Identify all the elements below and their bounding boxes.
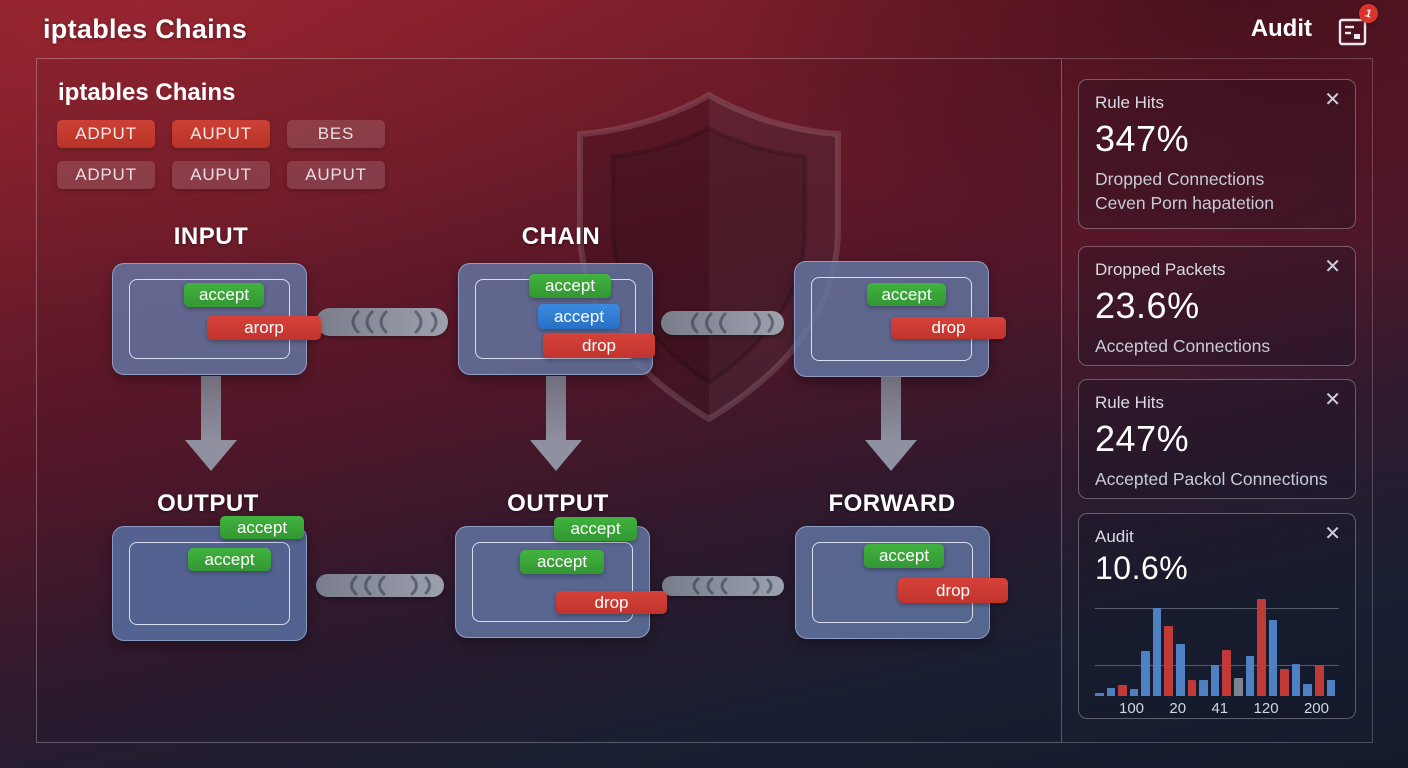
rule-badge-accept[interactable]: accept: [184, 283, 264, 307]
chart-bar: [1106, 688, 1116, 696]
rule-badge-drop[interactable]: arorp: [207, 316, 321, 340]
chart-bar: [1199, 680, 1208, 696]
chart-bars: [1095, 596, 1336, 696]
card-subtitle: Accepted Connections: [1095, 336, 1271, 356]
close-icon[interactable]: ✕: [1324, 523, 1341, 545]
chart-bar: [1095, 693, 1104, 696]
rule-badge-accept[interactable]: accept: [554, 517, 637, 541]
chart-bar: [1326, 680, 1336, 696]
chart-x-axis-labels: 100 20 41 120 200: [1095, 696, 1339, 717]
chain-filter-button-auput2[interactable]: AUPUT: [172, 161, 270, 189]
chart-bar: [1187, 680, 1197, 696]
chain-node-inner: [129, 542, 290, 625]
chain-node-output2[interactable]: [455, 526, 650, 638]
card-subtitle: Accepted Packol Connections: [1095, 469, 1328, 489]
chart-bar: [1129, 689, 1139, 696]
iptables-chains-panel: iptables Chains ADPUT AUPUT BES ADPUT AU…: [36, 58, 1062, 743]
chain-link-icon: [316, 574, 444, 597]
close-icon[interactable]: ✕: [1324, 256, 1341, 278]
chart-bar: [1303, 684, 1312, 696]
chain-filter-button-auput[interactable]: AUPUT: [172, 120, 270, 148]
chart-x-tick-label: 41: [1211, 700, 1229, 717]
chain-label-forward: FORWARD: [828, 490, 956, 517]
chain-filter-button-auput3[interactable]: AUPUT: [287, 161, 385, 189]
rule-badge-accept[interactable]: accept: [867, 283, 946, 306]
chart-bar: [1222, 650, 1231, 696]
chart-x-tick-label: 100: [1119, 700, 1145, 717]
rule-badge-drop[interactable]: drop: [543, 333, 655, 358]
rule-badge-accept[interactable]: accept: [188, 548, 271, 571]
chart-gridline: [1095, 608, 1339, 609]
card-value: 347%: [1095, 118, 1190, 159]
panel-heading: iptables Chains: [58, 79, 236, 106]
document-list-icon: [1338, 18, 1367, 46]
card-value: 10.6%: [1095, 550, 1189, 586]
chain-node-inner: [472, 542, 633, 622]
rule-badge-drop[interactable]: drop: [898, 578, 1008, 603]
card-title: Rule Hits: [1095, 93, 1164, 112]
rule-badge-accept[interactable]: accept: [864, 544, 944, 568]
chart-bar: [1176, 644, 1185, 696]
chart-x-tick-label: 200: [1303, 700, 1329, 717]
rule-badge-drop[interactable]: drop: [891, 317, 1006, 339]
chain-filter-button-adput[interactable]: ADPUT: [57, 120, 155, 148]
chart-bar: [1245, 656, 1255, 696]
chart-bar: [1118, 685, 1127, 696]
stat-card-rule-hits: Rule Hits ✕ 347% Dropped Connections Cev…: [1078, 79, 1356, 229]
close-icon[interactable]: ✕: [1324, 389, 1341, 411]
audit-bar-chart: [1095, 596, 1339, 696]
chart-bar: [1141, 651, 1150, 696]
close-icon[interactable]: ✕: [1324, 89, 1341, 111]
chain-label-chain: CHAIN: [521, 223, 601, 250]
chart-bar: [1210, 665, 1220, 696]
flow-arrow-down-icon: [530, 376, 582, 472]
rule-badge-accept[interactable]: accept: [520, 550, 604, 574]
chart-bar: [1280, 669, 1289, 696]
chart-x-tick-label: 120: [1253, 700, 1279, 717]
chain-label-output2: OUTPUT: [507, 490, 609, 517]
stat-card-dropped-packets: Dropped Packets ✕ 23.6% Accepted Connect…: [1078, 246, 1356, 366]
rule-badge-accept[interactable]: accept: [529, 274, 611, 298]
flow-arrow-down-icon: [865, 376, 917, 472]
card-title: Rule Hits: [1095, 393, 1164, 412]
app-title: iptables Chains: [43, 13, 248, 44]
card-value: 23.6%: [1095, 285, 1200, 326]
chain-link-icon: [662, 576, 784, 596]
rule-badge-accept[interactable]: accept: [220, 516, 304, 539]
stat-card-audit-chart: Audit ✕ 10.6% 100 20 41 120 200: [1078, 513, 1356, 719]
card-value: 247%: [1095, 418, 1190, 459]
chain-filter-button-adput2[interactable]: ADPUT: [57, 161, 155, 189]
card-title: Dropped Packets: [1095, 260, 1226, 279]
rule-badge-accept[interactable]: accept: [538, 304, 620, 329]
chain-label-input: INPUT: [173, 223, 249, 250]
card-subtitle: Dropped Connections Ceven Porn hapatetio…: [1095, 169, 1275, 213]
chain-link-icon: [316, 308, 448, 336]
chart-bar: [1164, 626, 1174, 696]
chart-x-tick-label: 20: [1169, 700, 1187, 717]
chain-label-output1: OUTPUT: [157, 490, 259, 517]
chart-bar: [1314, 665, 1324, 696]
shield-watermark-icon: [577, 91, 841, 423]
chart-bar: [1268, 620, 1278, 696]
chart-bar: [1233, 678, 1243, 696]
chain-node-output1[interactable]: [112, 526, 307, 641]
flow-arrow-down-icon: [185, 376, 237, 472]
chain-link-icon: [661, 311, 784, 335]
chart-bar: [1257, 599, 1266, 696]
topbar: iptables Chains Audit 1: [0, 0, 1408, 58]
audit-log-icon[interactable]: 1: [1338, 1, 1381, 46]
chart-bar: [1291, 664, 1301, 696]
card-title: Audit: [1095, 527, 1134, 546]
stats-sidebar: Rule Hits ✕ 347% Dropped Connections Cev…: [1062, 58, 1373, 743]
rule-badge-drop[interactable]: drop: [556, 591, 667, 614]
chart-bar: [1152, 608, 1162, 696]
audit-link[interactable]: Audit: [1250, 15, 1312, 42]
chain-filter-button-bes[interactable]: BES: [287, 120, 385, 148]
stat-card-rule-hits-2: Rule Hits ✕ 247% Accepted Packol Connect…: [1078, 379, 1356, 499]
